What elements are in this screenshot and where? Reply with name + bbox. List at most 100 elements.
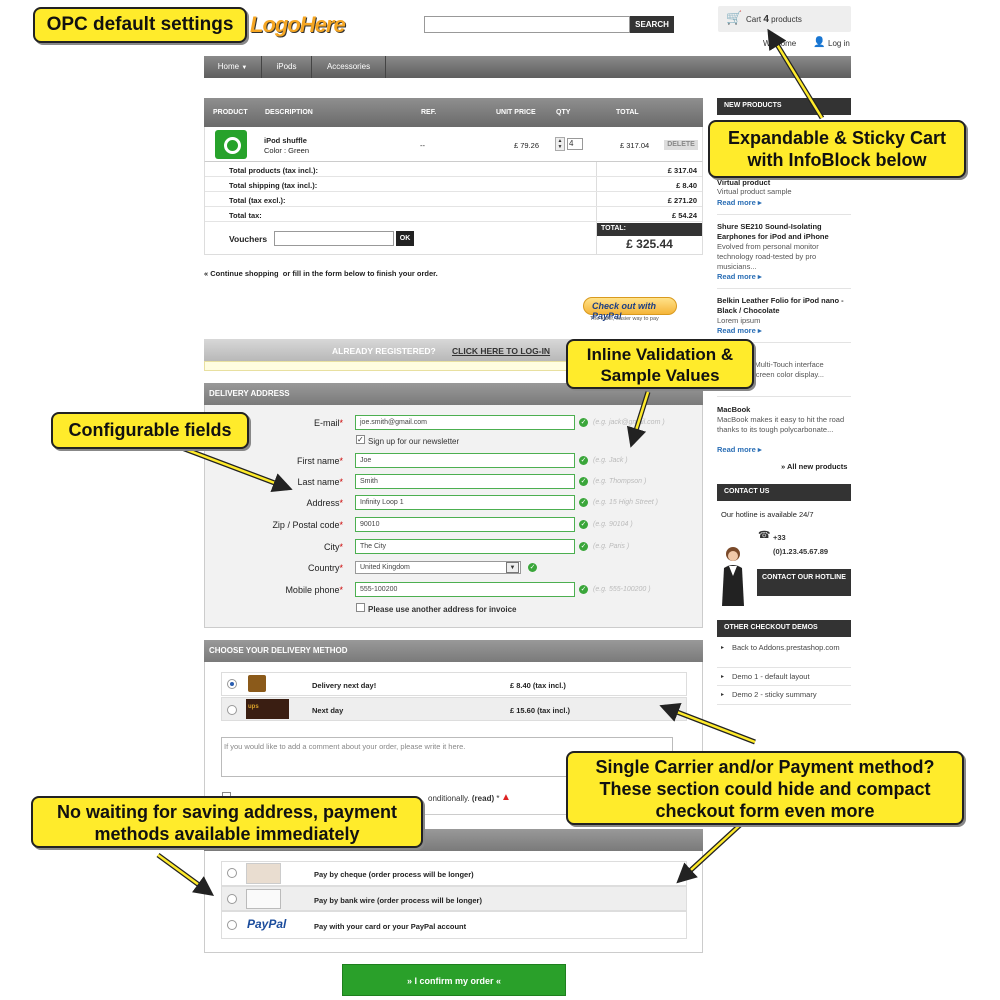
divider [205, 191, 702, 192]
paypal-caption: The safer, easier way to pay [590, 316, 659, 322]
divider [717, 342, 851, 343]
carrier-row[interactable] [221, 697, 687, 721]
invoice-address-checkbox[interactable] [356, 603, 365, 612]
email-field[interactable]: joe.smith@gmail.com [355, 415, 575, 430]
main-nav [204, 56, 851, 78]
field-label-postcode: Zip / Postal code* [203, 520, 343, 530]
search-button[interactable]: SEARCH [630, 16, 674, 33]
payment-radio[interactable] [227, 868, 237, 878]
total-value: £ 317.04 [667, 166, 697, 175]
cart-icon: 🛒 [726, 10, 743, 25]
sidebar-product-title[interactable]: Shure SE210 Sound-Isolating Earphones fo… [717, 222, 829, 241]
valid-check-icon: ✓ [579, 585, 588, 594]
phone-number: (0)1.23.45.67.89 [773, 547, 829, 556]
product-image[interactable] [215, 130, 247, 159]
read-more-label: Read more [717, 326, 756, 335]
hotline-text: Our hotline is available 24/7 [721, 510, 814, 519]
arrow-right-icon: ▸ [757, 445, 762, 454]
cart-table-header [204, 98, 703, 127]
grand-total-label: TOTAL: [597, 223, 702, 236]
address-field[interactable]: Infinity Loop 1 [355, 495, 575, 510]
all-new-products-link[interactable]: » All new products [781, 462, 848, 471]
read-more-link[interactable]: Read more ▸ [717, 445, 762, 454]
valid-check-icon: ✓ [528, 563, 537, 572]
city-field[interactable]: The City [355, 539, 575, 554]
arrow-right-icon: ▸ [721, 645, 725, 651]
carrier-price: £ 8.40 (tax incl.) [510, 681, 566, 690]
nav-item-accessories[interactable]: Accessories [312, 56, 386, 78]
product-unit-price: £ 79.26 [514, 141, 540, 150]
newsletter-label: Sign up for our newsletter [368, 437, 460, 446]
continue-shopping-link[interactable]: « Continue shopping [204, 269, 279, 278]
sidebar-product-title[interactable]: Belkin Leather Folio for iPod nano - Bla… [717, 296, 844, 315]
contact-hotline-button[interactable]: CONTACT OUR HOTLINE [757, 569, 851, 596]
demo-link[interactable]: Demo 2 - sticky summary [732, 690, 817, 699]
read-more-link[interactable]: Read more ▸ [717, 326, 762, 335]
required-mark: * [339, 542, 343, 552]
read-more-label: Read more [717, 198, 756, 207]
divider [717, 667, 851, 668]
sidebar-product-title[interactable]: MacBook [717, 405, 751, 414]
payment-row[interactable] [221, 861, 687, 886]
carrier-name: Next day [312, 706, 344, 715]
voucher-ok-button[interactable]: OK [396, 231, 414, 246]
payment-radio[interactable] [227, 894, 237, 904]
payment-radio[interactable] [227, 920, 237, 930]
search-input[interactable] [424, 16, 630, 33]
login-link[interactable]: Log in [828, 39, 850, 48]
valid-check-icon: ✓ [579, 542, 588, 551]
label-text: E-mail [313, 418, 340, 428]
read-more-link[interactable]: Read more ▸ [717, 198, 762, 207]
required-mark: * [339, 418, 343, 428]
label-text: Address [306, 498, 340, 508]
country-select[interactable]: United Kingdom [355, 561, 521, 574]
chevron-down-icon[interactable]: ▼ [506, 562, 519, 573]
nav-item-home[interactable]: Home ▼ [204, 56, 262, 78]
sidebar-product-text: MacBook makes it easy to hit the road th… [717, 415, 845, 434]
table-row [204, 127, 703, 162]
qty-input[interactable]: 4 [567, 138, 583, 150]
sidebar-product-text: ary Multi-Touch interface idescreen colo… [742, 360, 824, 379]
country-value: United Kingdom [360, 564, 410, 571]
cart-block[interactable]: Cart 4 products [718, 6, 851, 32]
phone-field[interactable]: 555-100200 [355, 582, 575, 597]
paypal-checkout-button[interactable]: Check out with PayPal [583, 297, 677, 321]
firstname-field[interactable]: Joe [355, 453, 575, 468]
arrow-right-icon: ▸ [721, 692, 725, 698]
callout-configurable-fields: Configurable fields [51, 412, 249, 449]
nav-item-ipods[interactable]: iPods [262, 56, 312, 78]
voucher-input[interactable] [274, 231, 394, 246]
carrier-radio[interactable] [227, 705, 237, 715]
total-label: Total tax: [229, 211, 262, 220]
logo[interactable]: LogoHere [250, 12, 346, 37]
confirm-order-button[interactable]: » I confirm my order « [342, 964, 566, 996]
demo-link[interactable]: Demo 1 - default layout [732, 672, 810, 681]
field-hint: (e.g. Jack ) [593, 457, 628, 464]
sidebar-product-title[interactable]: Virtual product [717, 178, 771, 187]
carrier-radio[interactable] [227, 679, 237, 689]
payment-row[interactable] [221, 911, 687, 939]
postcode-field[interactable]: 90010 [355, 517, 575, 532]
payment-row[interactable] [221, 886, 687, 911]
product-name[interactable]: iPod shuffle [264, 136, 307, 145]
truck-icon [248, 675, 266, 692]
login-toggle-link[interactable]: CLICK HERE TO LOG-IN [452, 346, 551, 356]
callout-inline-validation: Inline Validation & Sample Values [566, 339, 754, 389]
field-label-country: Country* [203, 563, 343, 573]
lastname-field[interactable]: Smith [355, 474, 575, 489]
bank-wire-icon [246, 889, 281, 909]
label-text: City [323, 542, 340, 552]
read-more-link[interactable]: Read more ▸ [717, 272, 762, 281]
terms-read-link[interactable]: (read) [471, 794, 495, 803]
invoice-address-label: Please use another address for invoice [368, 605, 517, 614]
qty-stepper[interactable]: ▲▼ [555, 137, 565, 151]
field-hint: (e.g. Paris ) [593, 543, 630, 550]
newsletter-checkbox[interactable]: ✓ [356, 435, 365, 444]
field-hint: (e.g. jack@gmail.com ) [593, 419, 665, 426]
terms-star: * [496, 794, 500, 803]
demo-link[interactable]: Back to Addons.prestashop.com [732, 643, 840, 652]
total-label: Total shipping (tax incl.): [229, 181, 318, 190]
delete-button[interactable]: DELETE [664, 140, 698, 150]
carrier-row[interactable] [221, 672, 687, 696]
divider [717, 288, 851, 289]
